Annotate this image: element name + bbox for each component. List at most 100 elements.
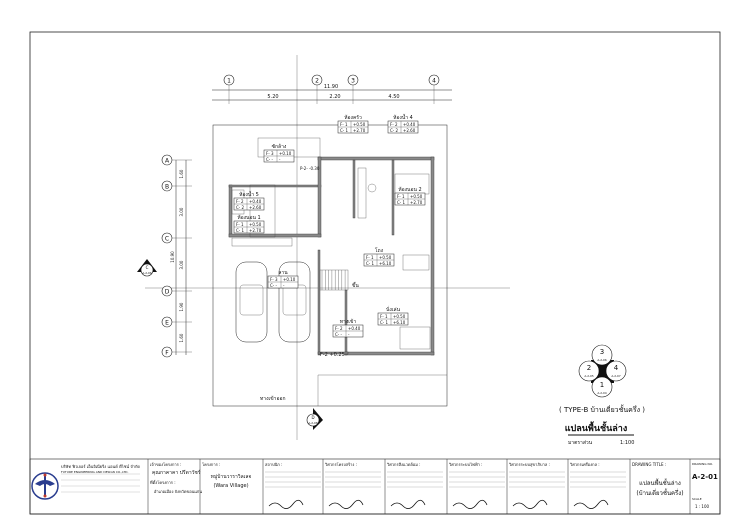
signature (573, 499, 609, 509)
structural-label: วิศวกรโครงสร้าง : (324, 462, 357, 467)
driveway-edge (317, 374, 447, 406)
ceiling-code: C- - (266, 157, 274, 162)
grid-bubble-row: C (161, 232, 192, 244)
grid-bubble-column: 3 (347, 74, 359, 104)
key-sheet: A-2-06 (597, 358, 606, 362)
span-a-b: 1.60 (179, 169, 184, 178)
ceiling-code: C- 2 (236, 205, 245, 210)
grid-label: 3 (351, 78, 355, 85)
ceiling-code: C- - (335, 332, 343, 337)
floor-code: F- 2 (236, 199, 244, 204)
ceiling-level: +2.70 (353, 128, 366, 133)
key-sheet: A-2-07 (611, 374, 620, 378)
floor-code: F- 1 (380, 314, 388, 319)
key-sheet: A-2-04 (597, 391, 606, 395)
grid-label: D (165, 289, 170, 296)
grid-bubble-row: B (161, 180, 192, 192)
signature (452, 499, 488, 509)
tb-scale-label: SCALE (692, 497, 702, 501)
grid-bubble-row: F (161, 346, 192, 358)
floor-code: F- 3 (266, 151, 274, 156)
room-tag: ซักล้างF- 3 +0.10 C- -- (263, 143, 295, 163)
floor-level: +0.40 (403, 122, 416, 127)
key-mark: 2 (587, 364, 591, 372)
key-mark: 1 (600, 381, 604, 389)
project-name-th: หมู่บ้านวาราวิลเลจ (211, 473, 252, 480)
floor-code: F- 2 (335, 326, 343, 331)
room-tag: ทางเข้าF- 2+0.40C- -- (332, 318, 364, 338)
grid-label: E (165, 320, 169, 327)
grid-label: 4 (432, 78, 436, 85)
stair: ขึ้น (319, 269, 359, 291)
key-mark: 4 (614, 364, 619, 372)
stair-up-label: ขึ้น (352, 280, 359, 289)
room-tag: ห้องน้ำ 5F- 2+0.40C- 2+2.60 (233, 189, 265, 211)
ceiling-code: C- 1 (366, 261, 375, 266)
key-mark: 3 (600, 348, 604, 356)
floor-level: +0.10 (279, 151, 292, 156)
architect-label: สถาปนิก : (265, 462, 282, 467)
ceiling-code: C- 1 (397, 200, 406, 205)
electrical-label: วิศวกรระบบไฟฟ้า : (448, 462, 482, 467)
drawing-no: A-2-01 (692, 473, 718, 481)
project-label: โครงการ : (202, 462, 220, 467)
section-sheet: A-2-08 (308, 421, 317, 425)
ceiling-level: - (279, 157, 281, 162)
room-tag: ห้องนอน 2F- 1+0.50C- 1+2.70 (394, 186, 426, 206)
grid-bubble-column: 1 (223, 74, 235, 104)
room-name: นั่งเล่น (386, 306, 401, 313)
sanitary-label: วิศวกรระบบสุขาภิบาล : (508, 462, 550, 468)
section-sheet: A-2-06 (142, 271, 151, 275)
signature (268, 499, 304, 509)
ceiling-code: C- 1 (380, 320, 389, 325)
room-name: ห้องน้ำ 5 (239, 189, 259, 198)
grid-label: 2 (315, 78, 319, 85)
company-logo (31, 472, 59, 500)
floor-level: +0.40 (348, 326, 361, 331)
tb-scale-value: 1 : 100 (695, 504, 710, 509)
room-tag: ห้องน้ำ 4F- 2+0.40C- 2+2.60 (387, 112, 419, 134)
room-name: ซักล้าง (272, 143, 287, 150)
title-block: บริษัท ฟิวเจอร์ เอ็นจิเนียริ่ง แอนด์ ดีไ… (29, 458, 721, 515)
grid-bubble-row: A (161, 154, 192, 166)
company-name-th: บริษัท ฟิวเจอร์ เอ็นจิเนียริ่ง แอนด์ ดีไ… (61, 463, 140, 469)
room-name: ห้องนอน 1 (237, 214, 260, 221)
room-name: ห้องครัว (344, 114, 362, 121)
room-name: ทางเข้า (340, 318, 357, 325)
grid-bubble-row: E (161, 316, 192, 328)
ceiling-level: +2.70 (249, 228, 262, 233)
signature (328, 499, 364, 509)
floor-code: F- 2 (390, 122, 398, 127)
floor-code: F- 1 (366, 255, 374, 260)
scale-value: 1:100 (620, 440, 634, 446)
section-marker-bottom: D A-2-08 (306, 408, 323, 430)
room-tag: ห้องนอน 1F- 1+0.50C- 1+2.70 (233, 214, 265, 234)
ceiling-level: +6.10 (393, 320, 406, 325)
top-dimensions: 11.90 5.20 2.20 4.50 (212, 84, 452, 101)
plan-title: แปลนพื้นชั้นล่าง (565, 421, 628, 434)
project-name-en: (Wara Village) (213, 483, 248, 489)
company-name-en: FUTURE ENGINEERING AND DESIGN CO.,LTD. (61, 470, 128, 474)
mechanical-label: วิศวกรเครื่องกล : (569, 462, 599, 467)
scale-label: มาตราส่วน (568, 440, 593, 446)
owner-label: เจ้าของโครงการ : (150, 462, 181, 467)
sheet-border (29, 31, 721, 515)
ceiling-code: C- 1 (340, 128, 349, 133)
span-1-2: 5.20 (267, 94, 278, 100)
room-name: ห้องนอน 2 (398, 186, 421, 193)
site-value: อำเภอเมือง จังหวัดขอนแก่น (154, 489, 202, 494)
ceiling-level: +6.10 (379, 261, 392, 266)
section-mark: C (146, 265, 149, 270)
room-name: ห้องน้ำ 4 (393, 112, 413, 121)
floor-level: +0.50 (393, 314, 406, 319)
drawing-title-label: DRAWING TITLE : (632, 462, 666, 467)
key-sheet: A-2-05 (584, 374, 593, 378)
grid-label: C (165, 236, 169, 243)
floor-level: +0.50 (249, 222, 262, 227)
ceiling-level: - (283, 283, 285, 288)
ceiling-code: C- 1 (236, 228, 245, 233)
car-icon (235, 261, 268, 343)
